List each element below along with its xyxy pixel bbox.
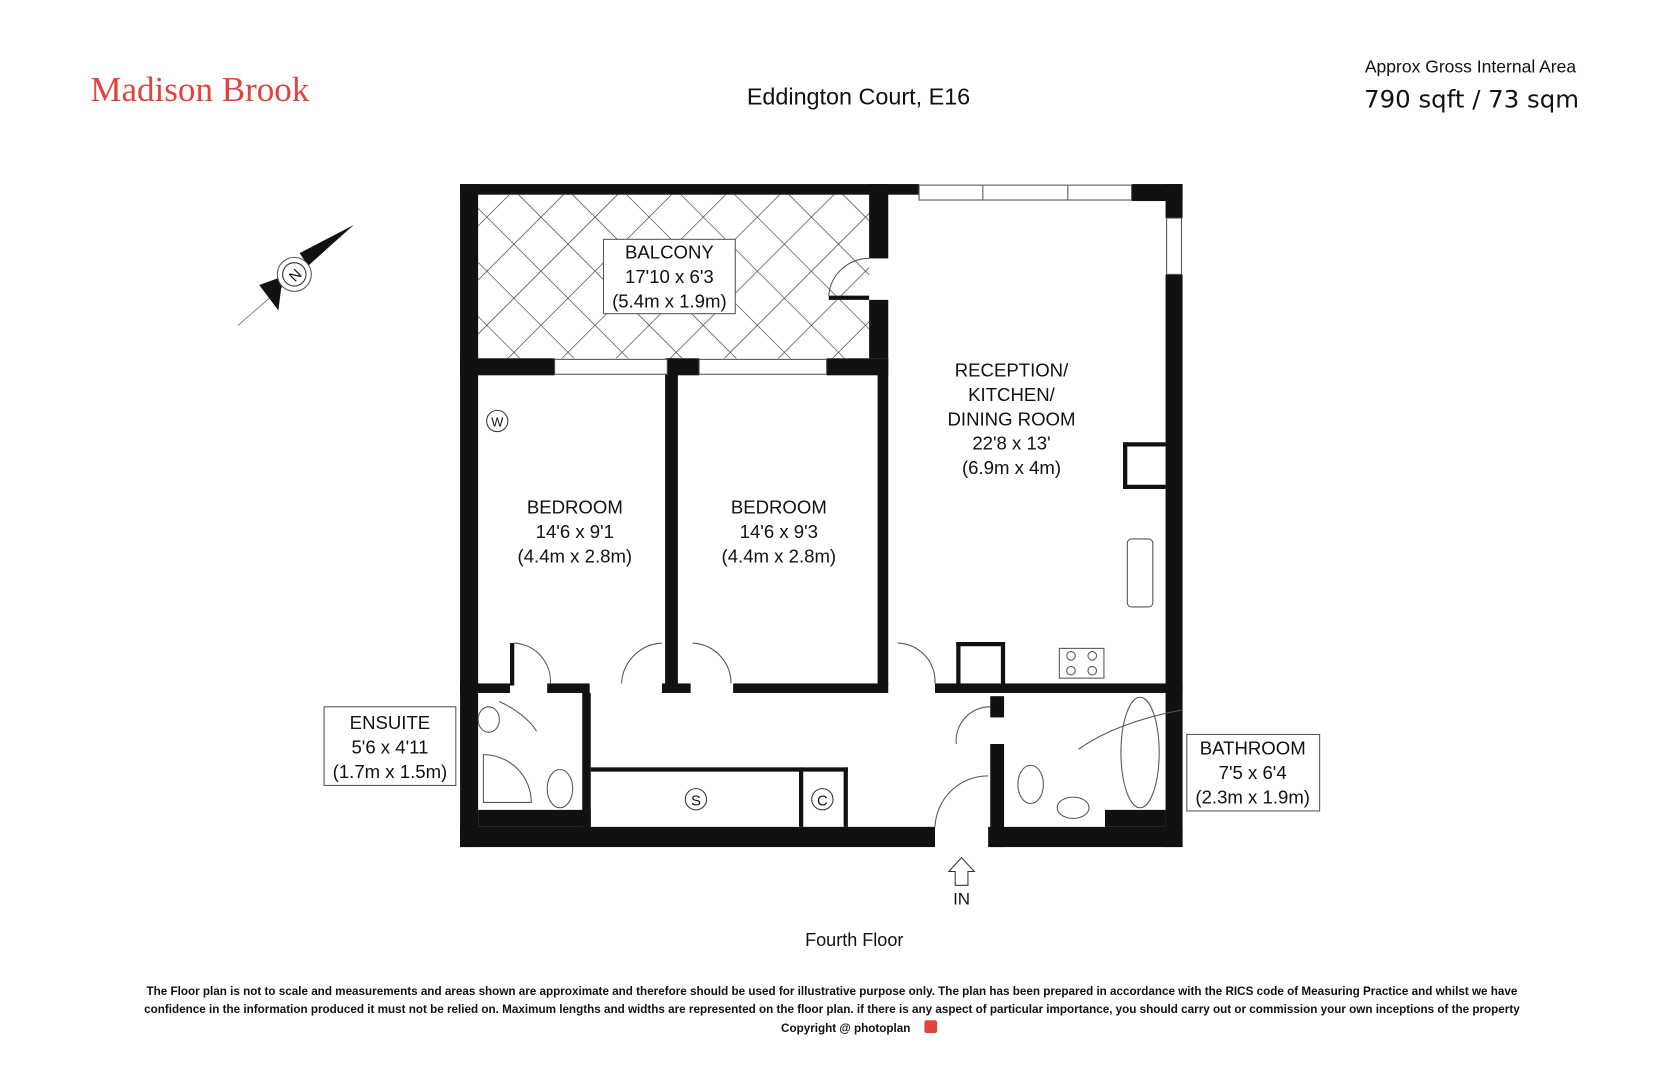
room-label-bathroom: BATHROOM 7'5 x 6'4 (2.3m x 1.9m) bbox=[1186, 733, 1321, 812]
svg-text:(2.3m x 1.9m): (2.3m x 1.9m) bbox=[1195, 787, 1310, 808]
svg-text:C: C bbox=[817, 794, 828, 810]
svg-text:BEDROOM: BEDROOM bbox=[731, 496, 827, 517]
svg-text:ENSUITE: ENSUITE bbox=[350, 712, 431, 733]
svg-text:S: S bbox=[691, 794, 701, 810]
compass-icon: N bbox=[237, 225, 354, 326]
svg-text:BEDROOM: BEDROOM bbox=[527, 496, 623, 517]
svg-text:17'10 x 6'3: 17'10 x 6'3 bbox=[625, 266, 714, 287]
room-label-bedroom-2: BEDROOM 14'6 x 9'3 (4.4m x 2.8m) bbox=[722, 496, 837, 566]
svg-text:(4.4m x 2.8m): (4.4m x 2.8m) bbox=[722, 545, 837, 566]
svg-text:5'6 x 4'11: 5'6 x 4'11 bbox=[351, 737, 428, 758]
room-label-reception: RECEPTION/ KITCHEN/ DINING ROOM 22'8 x 1… bbox=[948, 359, 1076, 478]
svg-text:(6.9m x 4m): (6.9m x 4m) bbox=[962, 457, 1061, 478]
svg-text:(5.4m x 1.9m): (5.4m x 1.9m) bbox=[612, 290, 727, 311]
svg-text:DINING ROOM: DINING ROOM bbox=[948, 408, 1076, 429]
doors bbox=[477, 257, 1182, 827]
wardrobe-symbol: W bbox=[486, 409, 509, 433]
svg-text:KITCHEN/: KITCHEN/ bbox=[968, 384, 1056, 405]
disclaimer-line-2: confidence in the information produced i… bbox=[144, 1003, 1520, 1016]
walls bbox=[460, 184, 1183, 848]
svg-text:BATHROOM: BATHROOM bbox=[1200, 738, 1306, 759]
cupboard-symbol: C bbox=[811, 788, 834, 811]
area-value: 790 sqft / 73 sqm bbox=[1364, 85, 1579, 114]
room-label-ensuite: ENSUITE 5'6 x 4'11 (1.7m x 1.5m) bbox=[323, 706, 457, 786]
storage-symbol: S bbox=[684, 788, 708, 811]
property-title: Eddington Court, E16 bbox=[747, 83, 970, 109]
svg-text:14'6 x 9'1: 14'6 x 9'1 bbox=[536, 521, 614, 542]
svg-text:(4.4m x 2.8m): (4.4m x 2.8m) bbox=[518, 545, 633, 566]
floor-label: Fourth Floor bbox=[805, 930, 903, 950]
svg-text:BALCONY: BALCONY bbox=[625, 241, 714, 262]
svg-text:W: W bbox=[491, 414, 503, 429]
brand-logo: Madison Brook bbox=[90, 70, 310, 109]
svg-text:RECEPTION/: RECEPTION/ bbox=[955, 359, 1069, 380]
svg-text:(1.7m x 1.5m): (1.7m x 1.5m) bbox=[333, 761, 448, 782]
entrance-arrow-icon: IN bbox=[947, 856, 976, 908]
photoplan-logo-icon bbox=[924, 1020, 938, 1033]
disclaimer-line-1: The Floor plan is not to scale and measu… bbox=[146, 985, 1517, 998]
svg-text:22'8 x 13': 22'8 x 13' bbox=[972, 433, 1050, 454]
room-label-bedroom-1: BEDROOM 14'6 x 9'1 (4.4m x 2.8m) bbox=[518, 496, 633, 566]
copyright: Copyright @ photoplan bbox=[781, 1022, 910, 1035]
area-label: Approx Gross Internal Area bbox=[1365, 57, 1577, 77]
room-label-balcony: BALCONY 17'10 x 6'3 (5.4m x 1.9m) bbox=[602, 238, 736, 315]
svg-text:14'6 x 9'3: 14'6 x 9'3 bbox=[740, 521, 818, 542]
svg-text:7'5 x 6'4: 7'5 x 6'4 bbox=[1219, 762, 1287, 783]
svg-text:IN: IN bbox=[953, 889, 970, 908]
windows bbox=[554, 184, 1183, 375]
